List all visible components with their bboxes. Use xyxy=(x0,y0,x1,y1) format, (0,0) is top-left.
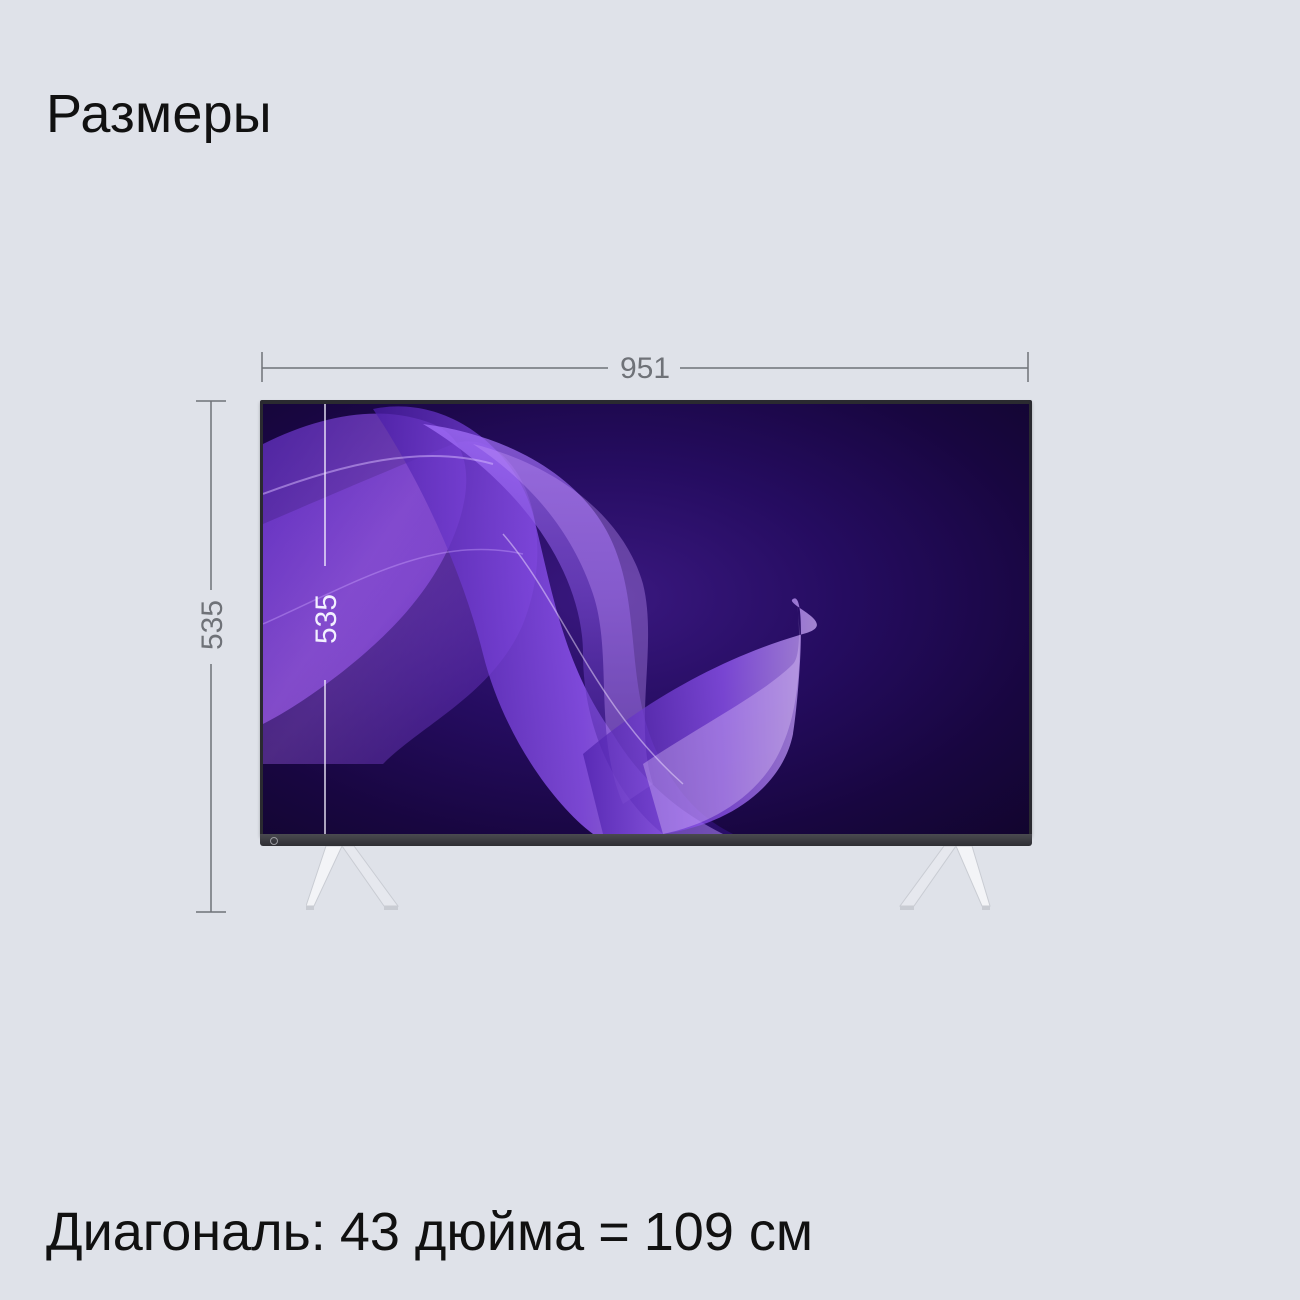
page-title: Размеры xyxy=(46,84,272,144)
tv-stand-right xyxy=(899,846,991,910)
screen-wallpaper xyxy=(263,404,817,834)
diagonal-info: Диагональ:43 дюйма=109 см xyxy=(46,1200,813,1264)
tv-screen xyxy=(263,404,1029,834)
tv-stand-left xyxy=(306,846,399,910)
power-indicator-icon xyxy=(270,837,278,845)
diagonal-centimeters: 109 см xyxy=(643,1202,813,1262)
diagonal-inches: 43 дюйма xyxy=(339,1202,585,1262)
width-dimension-label: 951 xyxy=(612,352,678,386)
equals-sign: = xyxy=(598,1202,630,1262)
height-dimension-label: 535 xyxy=(196,599,229,651)
tv-illustration xyxy=(260,400,1032,846)
diagonal-label: Диагональ: xyxy=(46,1202,326,1262)
tv-bottom-bezel xyxy=(260,834,1032,846)
screen-height-dimension-label: 535 xyxy=(310,593,343,645)
